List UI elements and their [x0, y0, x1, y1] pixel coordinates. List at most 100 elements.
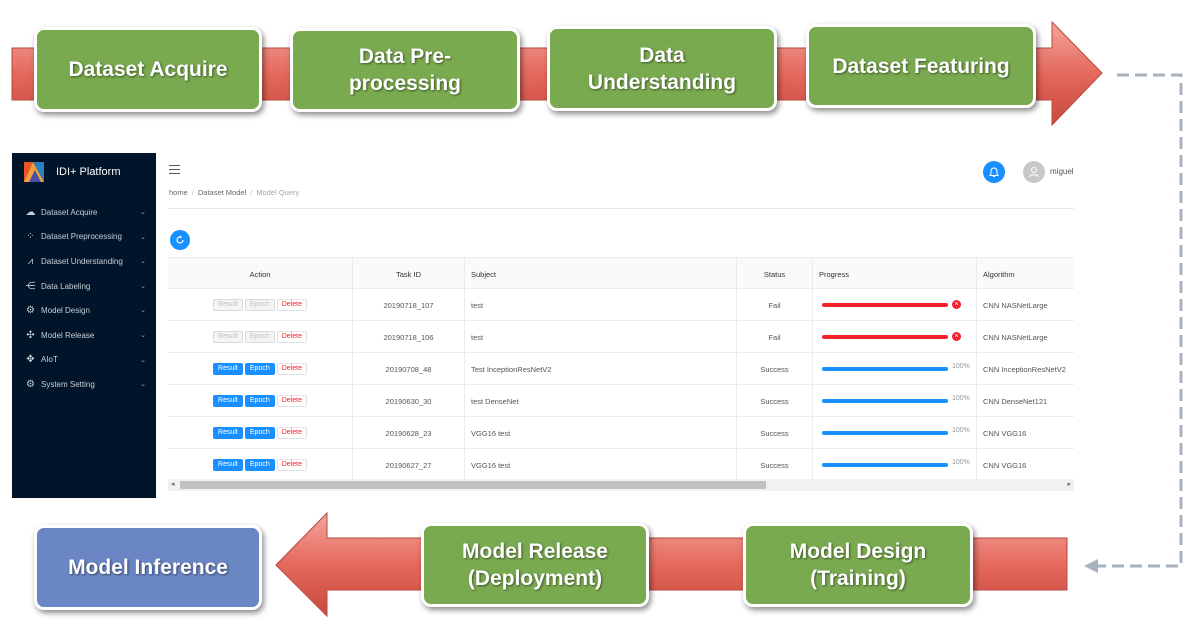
progress-label: 100% [952, 395, 970, 402]
stage-data-understanding: Data Understanding [547, 26, 777, 111]
progress-bar [822, 431, 948, 435]
header-algorithm: Algorithm [983, 269, 1015, 279]
chevron-down-icon: ⌄ [140, 282, 146, 290]
chevron-down-icon: ⌄ [140, 233, 146, 241]
progress-bar-fill [822, 367, 948, 371]
sidebar-item-data-labeling[interactable]: ⋲ Data Labeling ⌄ [12, 274, 156, 299]
subject-cell: VGG16 test [465, 417, 737, 449]
delete-button[interactable]: Delete [276, 427, 307, 439]
breadcrumb-parent[interactable]: Dataset Model [197, 188, 247, 197]
stage-data-preprocessing: Data Pre- processing [290, 28, 520, 112]
sidebar-item-label: Data Labeling [41, 281, 91, 291]
progress-cell: 100% [813, 417, 977, 449]
brand-title: IDI+ Platform [56, 166, 121, 178]
sidebar-item-dataset-preprocessing[interactable]: ⁘Dataset Preprocessing⌄ [12, 225, 156, 250]
bell-icon[interactable] [983, 161, 1005, 183]
sidebar-item-aiot[interactable]: ✥AIoT⌄ [12, 348, 156, 373]
algorithm-cell: CNN NASNetLarge [983, 332, 1048, 342]
breadcrumb-current: Model Query [256, 188, 300, 197]
breadcrumb-home[interactable]: home [169, 188, 188, 197]
result-button[interactable]: Result [213, 331, 243, 343]
task-id-cell: 20190630_30 [353, 385, 465, 417]
algorithm-cell: CNN NASNetLarge [983, 300, 1048, 310]
subject-cell: test [465, 321, 737, 353]
brand[interactable]: IDI+ Platform [24, 161, 121, 183]
platform-screenshot: IDI+ Platform ☁Dataset Acquire⌄⁘Dataset … [12, 153, 1087, 498]
sidebar-item-label: Dataset Preprocessing [41, 232, 122, 242]
delete-button[interactable]: Delete [276, 459, 307, 471]
status-cell: Success [737, 353, 813, 385]
brand-logo-icon [24, 162, 44, 182]
sidebar-item-label: AIoT [41, 355, 58, 365]
sidebar-item-label: Model Design [41, 306, 90, 316]
scroll-right-icon[interactable]: ▸ [1067, 481, 1071, 488]
subject-cell: test [465, 289, 737, 321]
epoch-button[interactable]: Epoch [244, 363, 275, 375]
epoch-button[interactable]: Epoch [244, 427, 275, 439]
header-subject: Subject [465, 258, 737, 290]
result-button[interactable]: Result [213, 299, 243, 311]
epoch-button[interactable]: Epoch [244, 299, 275, 311]
share-icon: ⋲ [25, 280, 36, 292]
delete-button[interactable]: Delete [276, 363, 307, 375]
result-button[interactable]: Result [213, 363, 243, 375]
progress-label: 100% [952, 427, 970, 434]
chevron-down-icon: ⌄ [140, 209, 146, 216]
status-cell: Success [737, 417, 813, 449]
header-task-id: Task ID [353, 258, 465, 290]
username[interactable]: miguel [1050, 167, 1074, 176]
horizontal-scrollbar[interactable]: ◂ ▸ [168, 479, 1074, 491]
sidebar: IDI+ Platform ☁Dataset Acquire⌄⁘Dataset … [12, 153, 156, 498]
refresh-button[interactable] [170, 230, 190, 250]
table-header: Action Task ID Subject Status Progress A… [168, 257, 1074, 290]
result-button[interactable]: Result [213, 395, 243, 407]
status-cell: Fail [737, 289, 813, 321]
avatar[interactable] [1023, 161, 1045, 183]
refresh-icon [176, 235, 184, 244]
sidebar-item-dataset-acquire[interactable]: ☁Dataset Acquire⌄ [12, 200, 156, 225]
menu-fold-icon[interactable] [169, 165, 180, 175]
delete-button[interactable]: Delete [276, 299, 307, 311]
progress-cell: 100% [813, 449, 977, 481]
progress-bar-fill [822, 463, 948, 467]
status-cell: Success [737, 385, 813, 417]
settings-icon: ⚙ [26, 378, 35, 390]
progress-bar-fill [822, 431, 948, 435]
sidebar-item-model-release[interactable]: ✣Model Release⌄ [12, 323, 156, 348]
delete-button[interactable]: Delete [276, 395, 307, 407]
sidebar-item-model-design[interactable]: ⚙Model Design⌄ [12, 298, 156, 323]
result-button[interactable]: Result [213, 459, 243, 471]
line-chart-icon: ⩘ [27, 255, 34, 267]
progress-cell: 100% [813, 385, 977, 417]
sidebar-item-dataset-understanding[interactable]: ⩘Dataset Understanding⌄ [12, 249, 156, 274]
epoch-button[interactable]: Epoch [244, 459, 275, 471]
result-button[interactable]: Result [213, 427, 243, 439]
progress-bar [822, 335, 948, 339]
status-cell: Fail [737, 321, 813, 353]
chevron-down-icon: ⌄ [140, 356, 146, 364]
sidebar-item-system-setting[interactable]: ⚙System Setting⌄ [12, 372, 156, 397]
progress-cell: × [813, 321, 977, 353]
sidebar-item-label: Dataset Understanding [41, 256, 123, 266]
sidebar-item-label: Model Release [41, 330, 95, 340]
progress-label: 100% [952, 363, 970, 370]
task-id-cell: 20190708_48 [353, 353, 465, 385]
delete-button[interactable]: Delete [276, 331, 307, 343]
scrollbar-thumb[interactable] [180, 481, 766, 489]
epoch-button[interactable]: Epoch [244, 331, 275, 343]
epoch-button[interactable]: Epoch [244, 395, 275, 407]
sidebar-item-label: System Setting [41, 379, 95, 389]
task-id-cell: 20190627_27 [353, 449, 465, 481]
header-divider [168, 208, 1074, 209]
user-icon [1029, 167, 1039, 178]
sidebar-menu: ☁Dataset Acquire⌄⁘Dataset Preprocessing⌄… [12, 200, 156, 397]
scroll-left-icon[interactable]: ◂ [171, 481, 175, 488]
